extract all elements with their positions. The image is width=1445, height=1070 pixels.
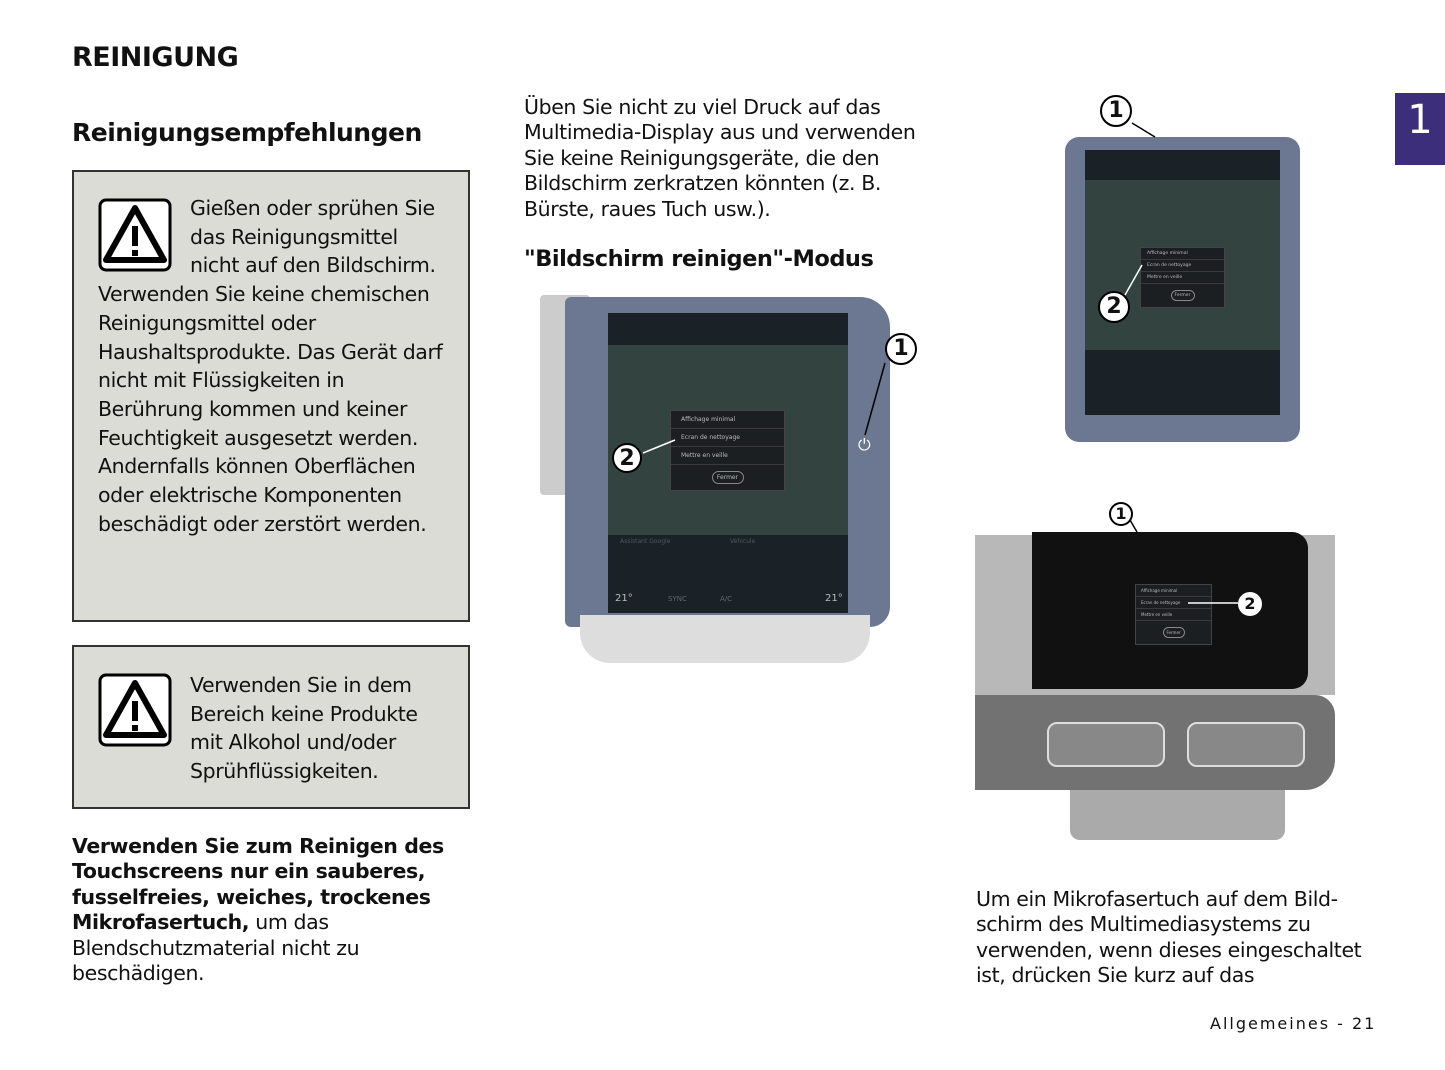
sync-label: SYNC: [668, 595, 687, 603]
warning-1-text: Verwenden Sie keine chemi­schen Reinigun…: [98, 282, 443, 536]
page-title: REINIGUNG: [72, 42, 239, 73]
temp-right: 21°: [825, 593, 843, 604]
close-button: Fermer: [1170, 290, 1195, 301]
callout-1: 1: [1100, 95, 1132, 127]
ac-label: A/C: [720, 595, 733, 603]
close-button: Fermer: [711, 471, 744, 484]
temp-left: 21°: [615, 593, 633, 604]
power-icon: ⏻: [858, 435, 871, 454]
warning-1-intro: Gießen oder sprühen Sie das Reinigungsmi…: [190, 196, 436, 278]
vehicle-label: Véhicule: [730, 538, 756, 545]
section-heading: Reinigungsempfehlungen: [72, 118, 422, 147]
tablet-menu: Affichage minimal Ecran de nettoyage Met…: [1140, 247, 1225, 308]
callout-2: 2: [1098, 291, 1130, 323]
microfiber-instruction: Um ein Mikrofasertuch auf dem Bild­schir…: [976, 887, 1362, 988]
menu-item: Mettre en veille: [1136, 609, 1211, 621]
menu-item: Affichage minimal: [671, 411, 784, 429]
menu-item: Mettre en veille: [1141, 272, 1224, 284]
callout-2: 2: [612, 443, 642, 473]
warning-triangle-icon: [98, 198, 172, 272]
bold-text: Verwenden Sie zum Reinigen des Touchscre…: [72, 834, 444, 935]
chapter-tab: 1: [1395, 93, 1445, 165]
menu-item: Ecran de nettoyage: [1136, 597, 1211, 609]
microfiber-paragraph: Verwenden Sie zum Reinigen des Touchscre…: [72, 834, 472, 986]
figure-portrait-screen: Affichage minimal Ecran de nettoyage Met…: [540, 295, 930, 665]
screen-menu: Affichage minimal Ecran de nettoyage Met…: [670, 410, 785, 491]
warning-box-2: Verwenden Sie in dem Bereich keine Produ…: [72, 645, 470, 809]
warning-2-text: Verwenden Sie in dem Bereich keine Produ…: [190, 673, 418, 784]
landscape-menu: Affichage minimal Ecran de nettoyage Met…: [1135, 584, 1212, 645]
close-button: Fermer: [1162, 627, 1185, 638]
callout-2: 2: [1238, 592, 1262, 616]
page-footer: Allgemeines - 21: [1210, 1014, 1377, 1033]
menu-item: Affichage minimal: [1141, 248, 1224, 260]
menu-item: Ecran de nettoyage: [1141, 260, 1224, 272]
figure-landscape-screen: Affichage minimal Ecran de nettoyage Met…: [975, 500, 1345, 860]
pressure-paragraph: Üben Sie nicht zu viel Druck auf das Mul…: [524, 95, 916, 221]
warning-box-1: Gießen oder sprühen Sie das Reinigungsmi…: [72, 170, 470, 622]
callout-1: 1: [1109, 502, 1133, 526]
callout-1: 1: [885, 333, 917, 365]
menu-item: Affichage minimal: [1136, 585, 1211, 597]
mode-heading: "Bildschirm reinigen"-Modus: [524, 246, 874, 272]
menu-item: Ecran de nettoyage: [671, 429, 784, 447]
warning-triangle-icon: [98, 673, 172, 747]
figure-tablet-screen: Affichage minimal Ecran de nettoyage Met…: [1060, 95, 1305, 445]
normal-text: um das Blendschutzma­terial nicht zu bes…: [72, 910, 360, 986]
assistant-label: Assistant Google: [620, 538, 671, 545]
menu-item: Mettre en veille: [671, 447, 784, 465]
